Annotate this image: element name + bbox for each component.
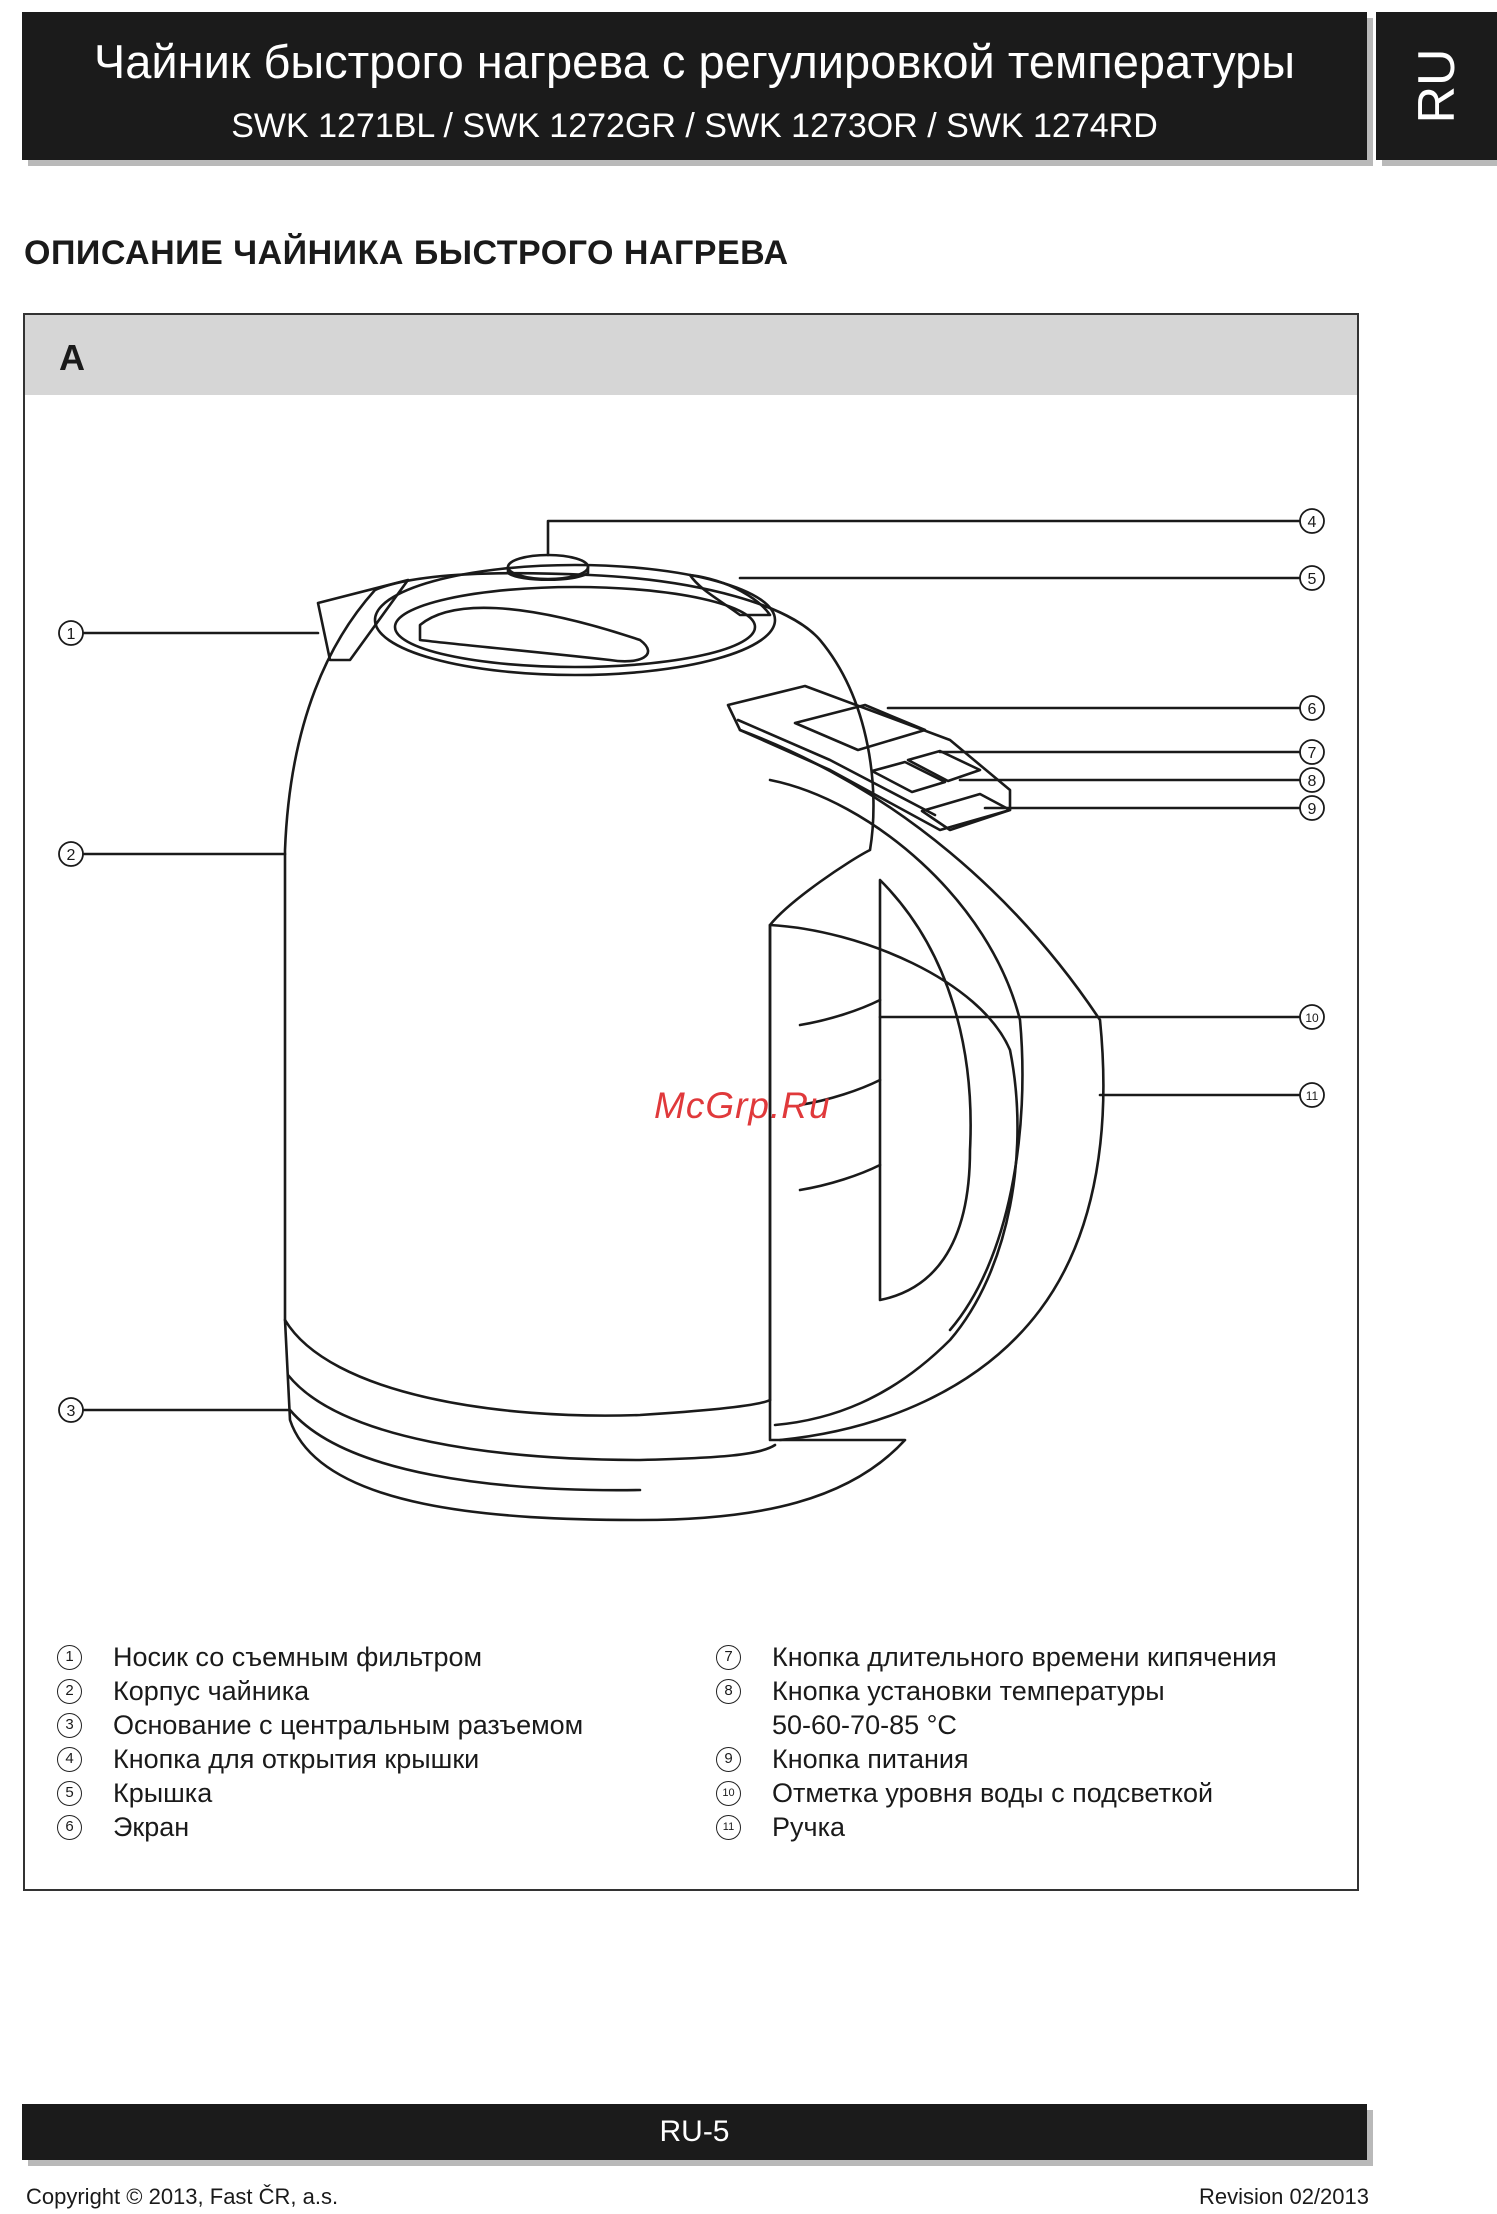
figure-header: A — [25, 315, 1357, 395]
kettle-lid — [373, 563, 777, 677]
legend-text: 50-60-70-85 °C — [772, 1710, 957, 1740]
callout-10: 10 — [1299, 1004, 1325, 1030]
legend-text: Кнопка длительного времени кипячения — [772, 1642, 1277, 1672]
callout-numbers: 1 2 3 4 5 6 7 8 9 10 11 — [58, 508, 1325, 1423]
boil-button — [906, 749, 982, 783]
legend-text: Кнопка установки температуры — [772, 1676, 1165, 1706]
svg-text:6: 6 — [1308, 701, 1317, 718]
legend-number: 6 — [57, 1815, 82, 1840]
svg-text:8: 8 — [1308, 773, 1317, 790]
legend-number: 3 — [57, 1713, 82, 1738]
legend-number: 9 — [716, 1747, 741, 1772]
svg-text:2: 2 — [67, 847, 76, 864]
watermark: McGrp.Ru — [654, 1085, 831, 1126]
legend-text: Кнопка для открытия крышки — [113, 1744, 480, 1774]
callout-5: 5 — [1299, 565, 1325, 591]
callout-11: 11 — [1299, 1082, 1325, 1108]
svg-text:3: 3 — [67, 1403, 76, 1420]
svg-text:1: 1 — [67, 626, 76, 643]
callout-8: 8 — [1299, 767, 1325, 793]
page-number: RU-5 — [659, 2115, 730, 2148]
figure-label: A — [59, 337, 85, 378]
legend-text: Основание с центральным разъемом — [113, 1710, 584, 1740]
callout-7: 7 — [1299, 739, 1325, 765]
svg-text:10: 10 — [1305, 1011, 1319, 1025]
legend-number: 1 — [57, 1645, 82, 1670]
kettle-spout — [316, 578, 410, 662]
legend-text: Носик со съемным фильтром — [113, 1642, 483, 1672]
svg-text:11: 11 — [1306, 1089, 1319, 1103]
callout-2: 2 — [58, 841, 84, 867]
kettle-body — [283, 571, 907, 1522]
svg-text:5: 5 — [1308, 571, 1317, 588]
svg-text:4: 4 — [1308, 514, 1317, 531]
legend-text: Ручка — [772, 1812, 845, 1842]
legend-text: Крышка — [113, 1778, 213, 1808]
callout-6: 6 — [1299, 695, 1325, 721]
section-heading: ОПИСАНИЕ ЧАЙНИКА БЫСТРОГО НАГРЕВА — [24, 234, 789, 272]
legend-number: 7 — [716, 1645, 741, 1670]
legend-text: Корпус чайника — [113, 1676, 310, 1706]
page-title: Чайник быстрого нагрева с регулировкой т… — [93, 35, 1296, 88]
figure-frame: A — [23, 313, 1359, 1891]
callout-9: 9 — [1299, 795, 1325, 821]
copyright: Copyright © 2013, Fast ČR, a.s. — [26, 2184, 339, 2209]
legend-number: 2 — [57, 1679, 82, 1704]
power-button — [920, 792, 1012, 832]
legend-number: 8 — [716, 1679, 741, 1704]
svg-text:9: 9 — [1308, 801, 1317, 818]
callout-3: 3 — [58, 1397, 84, 1423]
callout-1: 1 — [58, 620, 84, 646]
display-screen — [793, 703, 927, 752]
header-bar: Чайник быстрого нагрева с регулировкой т… — [22, 12, 1367, 160]
legend-number: 5 — [57, 1781, 82, 1806]
legend-text: Отметка уровня воды с подсветкой — [772, 1778, 1214, 1808]
model-list: SWK 1271BL / SWK 1272GR / SWK 1273OR / S… — [231, 107, 1158, 145]
legend-text: Экран — [113, 1812, 190, 1842]
svg-text:7: 7 — [1308, 745, 1317, 762]
legend-number: 4 — [57, 1747, 82, 1772]
legend-number: 11 — [716, 1815, 741, 1840]
callout-4: 4 — [1299, 508, 1325, 534]
legend-number: 10 — [716, 1781, 741, 1806]
language-tab: RU — [1376, 12, 1497, 160]
temp-button — [870, 760, 947, 794]
footer-bar: RU-5 — [22, 2104, 1367, 2160]
legend-text: Кнопка питания — [772, 1744, 969, 1774]
kettle-handle — [738, 728, 1105, 1442]
revision: Revision 02/2013 — [1198, 2184, 1369, 2209]
